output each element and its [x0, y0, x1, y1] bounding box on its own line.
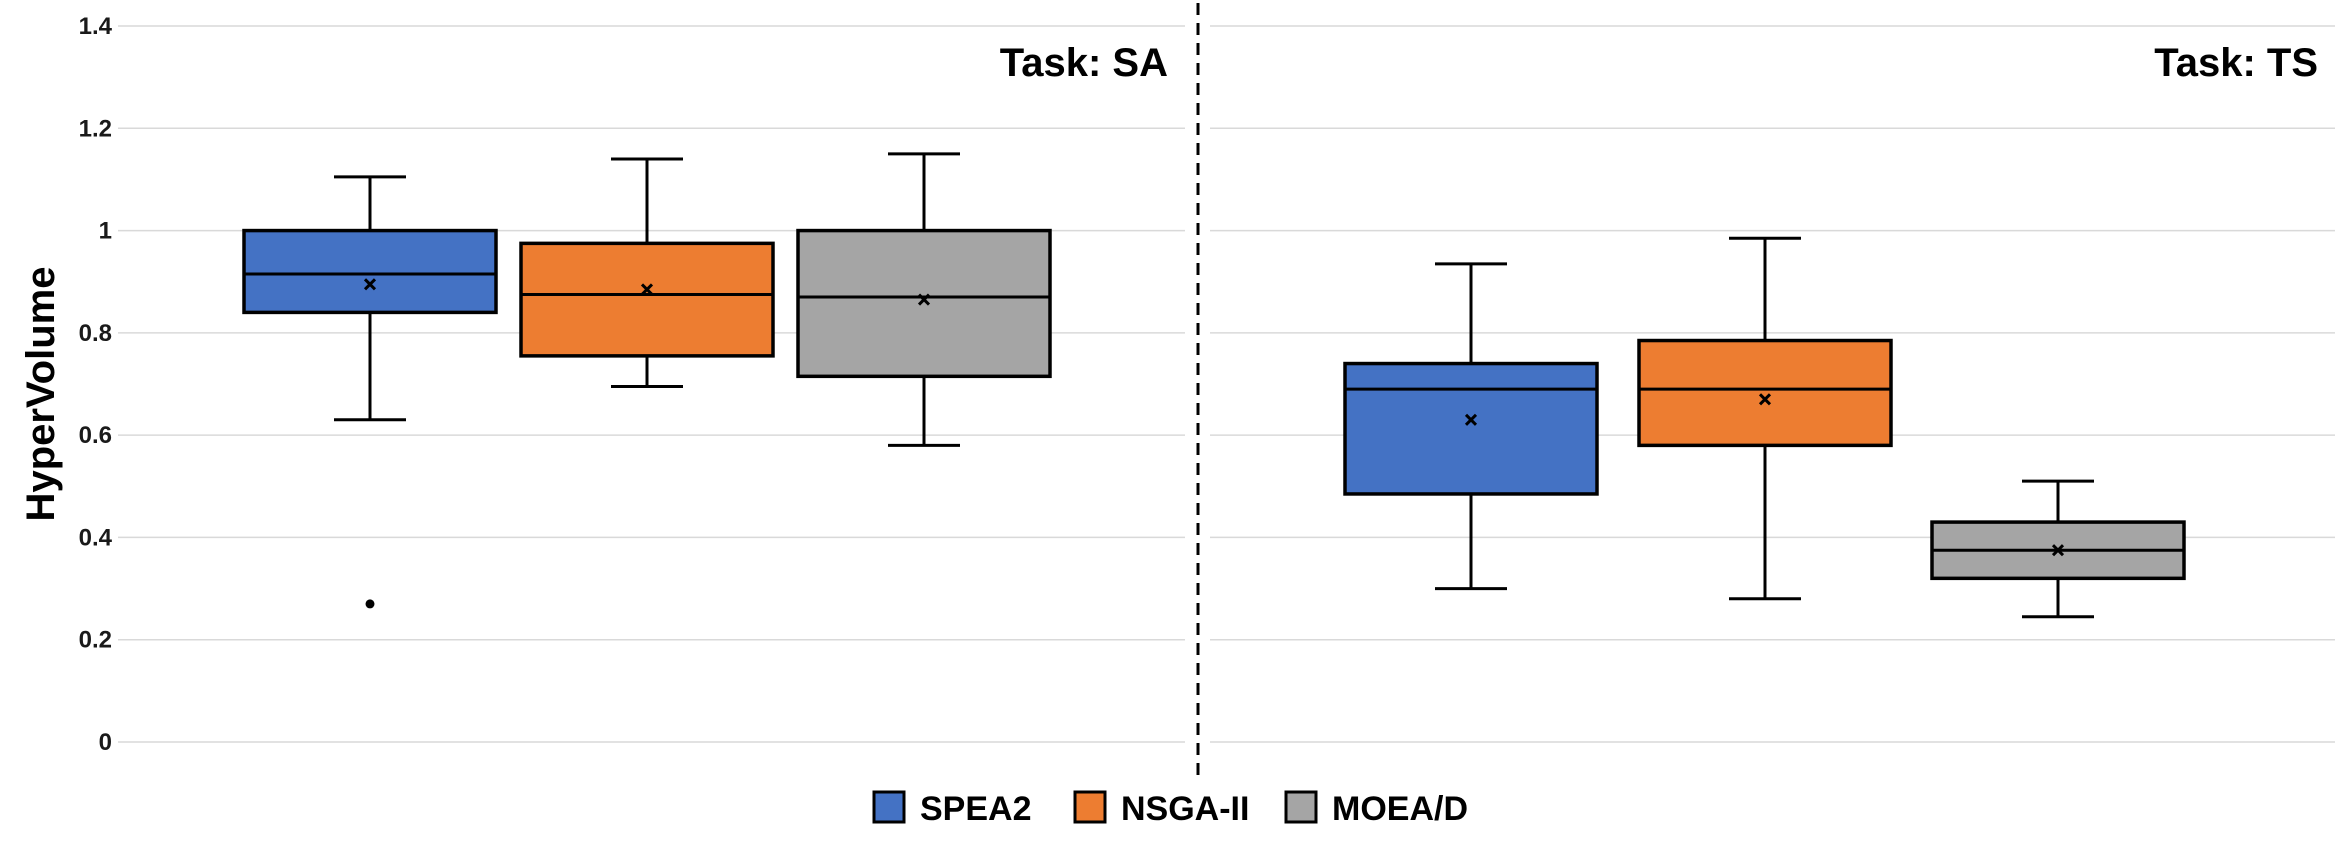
y-tick-label: 1.4 [79, 13, 113, 40]
outlier-point [365, 599, 375, 609]
y-tick-label: 0.6 [79, 422, 112, 449]
y-tick-label: 1 [99, 218, 112, 245]
box-nsga-ii-sa [519, 157, 775, 389]
mean-marker [640, 283, 654, 296]
y-tick-label: 0.2 [79, 627, 112, 654]
panel-title-sa: Task: SA [1000, 41, 1168, 85]
box-spea2-ts [1343, 262, 1599, 591]
box-moea-d-ts [1930, 479, 2186, 619]
box-body [1343, 361, 1599, 496]
mean-marker [363, 278, 377, 291]
mean-marker [2051, 544, 2065, 557]
box-body [519, 241, 775, 358]
legend-swatch [1073, 790, 1107, 824]
panel-title-ts: Task: TS [2154, 41, 2318, 85]
mean-marker [917, 293, 931, 306]
box-spea2-sa [242, 175, 498, 609]
box-moea-d-sa [796, 152, 1052, 447]
y-axis-ticks: 0 0.2 0.4 0.6 0.8 1 1.2 1.4 [79, 13, 113, 756]
legend-label: SPEA2 [920, 790, 1032, 828]
legend-item-spea2: SPEA2 [872, 790, 1032, 828]
y-tick-label: 0 [99, 729, 112, 756]
y-axis-label: HyperVolume [19, 267, 63, 522]
box-body [796, 228, 1052, 379]
mean-marker [1758, 393, 1772, 406]
legend-swatch [1284, 790, 1318, 824]
y-tick-label: 1.2 [79, 115, 112, 142]
box-body [1637, 338, 1893, 448]
box-nsga-ii-ts [1637, 236, 1893, 601]
legend-swatch [872, 790, 906, 824]
box-marks [242, 152, 2186, 619]
y-tick-label: 0.8 [79, 320, 112, 347]
legend-item-moea-d: MOEA/D [1284, 790, 1468, 828]
legend-label: NSGA-II [1121, 790, 1249, 828]
y-tick-label: 0.4 [79, 524, 113, 551]
grid-lines [118, 25, 2335, 743]
box-body [242, 228, 498, 315]
legend: SPEA2 NSGA-II MOEA/D [872, 790, 1468, 828]
mean-marker [1464, 413, 1478, 426]
legend-label: MOEA/D [1332, 790, 1468, 828]
legend-item-nsga-ii: NSGA-II [1073, 790, 1249, 828]
